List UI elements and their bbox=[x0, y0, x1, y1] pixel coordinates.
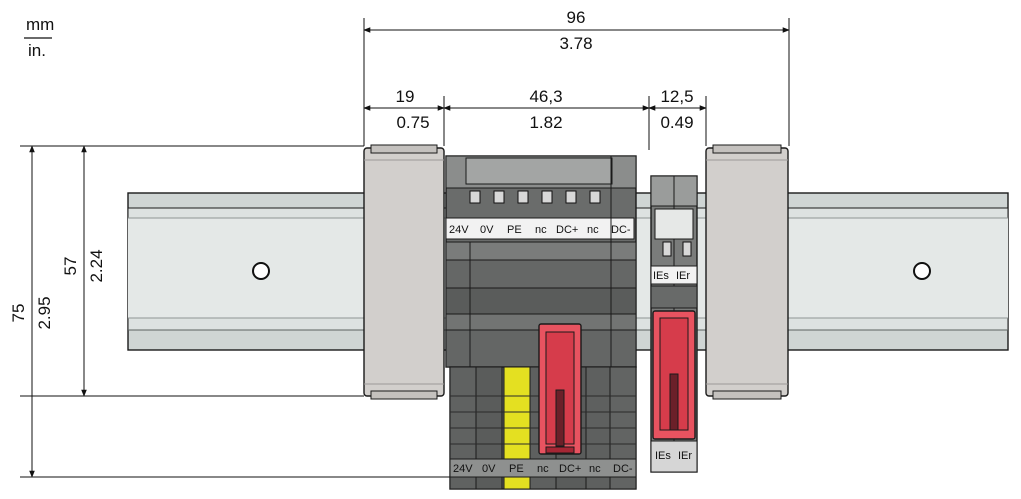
top-label-0v: 0V bbox=[480, 224, 494, 236]
units-mm: mm bbox=[26, 15, 54, 34]
release-lever-signal[interactable] bbox=[652, 310, 696, 440]
dimension-texts: 96 3.78 19 0.75 46,3 1.82 12,5 0.49 75 2… bbox=[9, 8, 694, 330]
end-bracket-right bbox=[705, 144, 789, 400]
dim-bracket-width-mm: 19 bbox=[396, 87, 415, 106]
bottom-label-0v: 0V bbox=[482, 463, 496, 475]
top-label-dcminus: DC- bbox=[611, 224, 631, 236]
bottom-label-nc2: nc bbox=[589, 463, 601, 475]
signal-top-label-ies: IEs bbox=[653, 270, 669, 282]
power-module: 24V 0V PE nc DC+ nc DC- bbox=[445, 155, 637, 490]
dim-bracket-height-mm: 57 bbox=[61, 257, 80, 276]
bottom-label-pe: PE bbox=[509, 463, 524, 475]
top-label-dcplus: DC+ bbox=[556, 224, 578, 236]
bottom-label-dcminus: DC- bbox=[613, 463, 633, 475]
bottom-label-24v: 24V bbox=[453, 463, 473, 475]
status-windows bbox=[469, 190, 601, 204]
top-label-nc1: nc bbox=[535, 224, 547, 236]
rail-mounting-hole-left bbox=[252, 262, 270, 280]
signal-bottom-label-ies: IEs bbox=[655, 450, 671, 462]
dim-overall-width-in: 3.78 bbox=[559, 34, 592, 53]
top-label-24v: 24V bbox=[449, 224, 469, 236]
dimension-lines bbox=[20, 18, 790, 478]
signal-bottom-label-ier: IEr bbox=[678, 450, 692, 462]
rail-mounting-hole-right bbox=[913, 262, 931, 280]
top-label-pe: PE bbox=[507, 224, 522, 236]
terminal-labels-top: 24V 0V PE nc DC+ nc DC- bbox=[449, 224, 631, 236]
bottom-label-dcplus: DC+ bbox=[559, 463, 581, 475]
units-legend: mm in. bbox=[24, 15, 54, 60]
terminal-labels-bottom: 24V 0V PE nc DC+ nc DC- bbox=[453, 463, 633, 475]
end-bracket-left bbox=[363, 144, 445, 400]
dim-signal-width-in: 0.49 bbox=[660, 113, 693, 132]
bottom-label-nc1: nc bbox=[537, 463, 549, 475]
dim-module-width-in: 1.82 bbox=[529, 113, 562, 132]
top-label-nc2: nc bbox=[587, 224, 599, 236]
signal-top-label-ier: IEr bbox=[676, 270, 690, 282]
dim-bracket-width-in: 0.75 bbox=[396, 113, 429, 132]
dim-overall-width-mm: 96 bbox=[567, 8, 586, 27]
release-lever-dc[interactable] bbox=[538, 323, 582, 455]
dim-overall-height-in: 2.95 bbox=[35, 296, 54, 329]
signal-module: IEs IEr IEs IEr bbox=[650, 175, 698, 473]
dim-signal-width-mm: 12,5 bbox=[660, 87, 693, 106]
dim-overall-height-mm: 75 bbox=[9, 304, 28, 323]
dim-bracket-height-in: 2.24 bbox=[87, 249, 106, 282]
units-in: in. bbox=[28, 41, 46, 60]
dim-module-width-mm: 46,3 bbox=[529, 87, 562, 106]
